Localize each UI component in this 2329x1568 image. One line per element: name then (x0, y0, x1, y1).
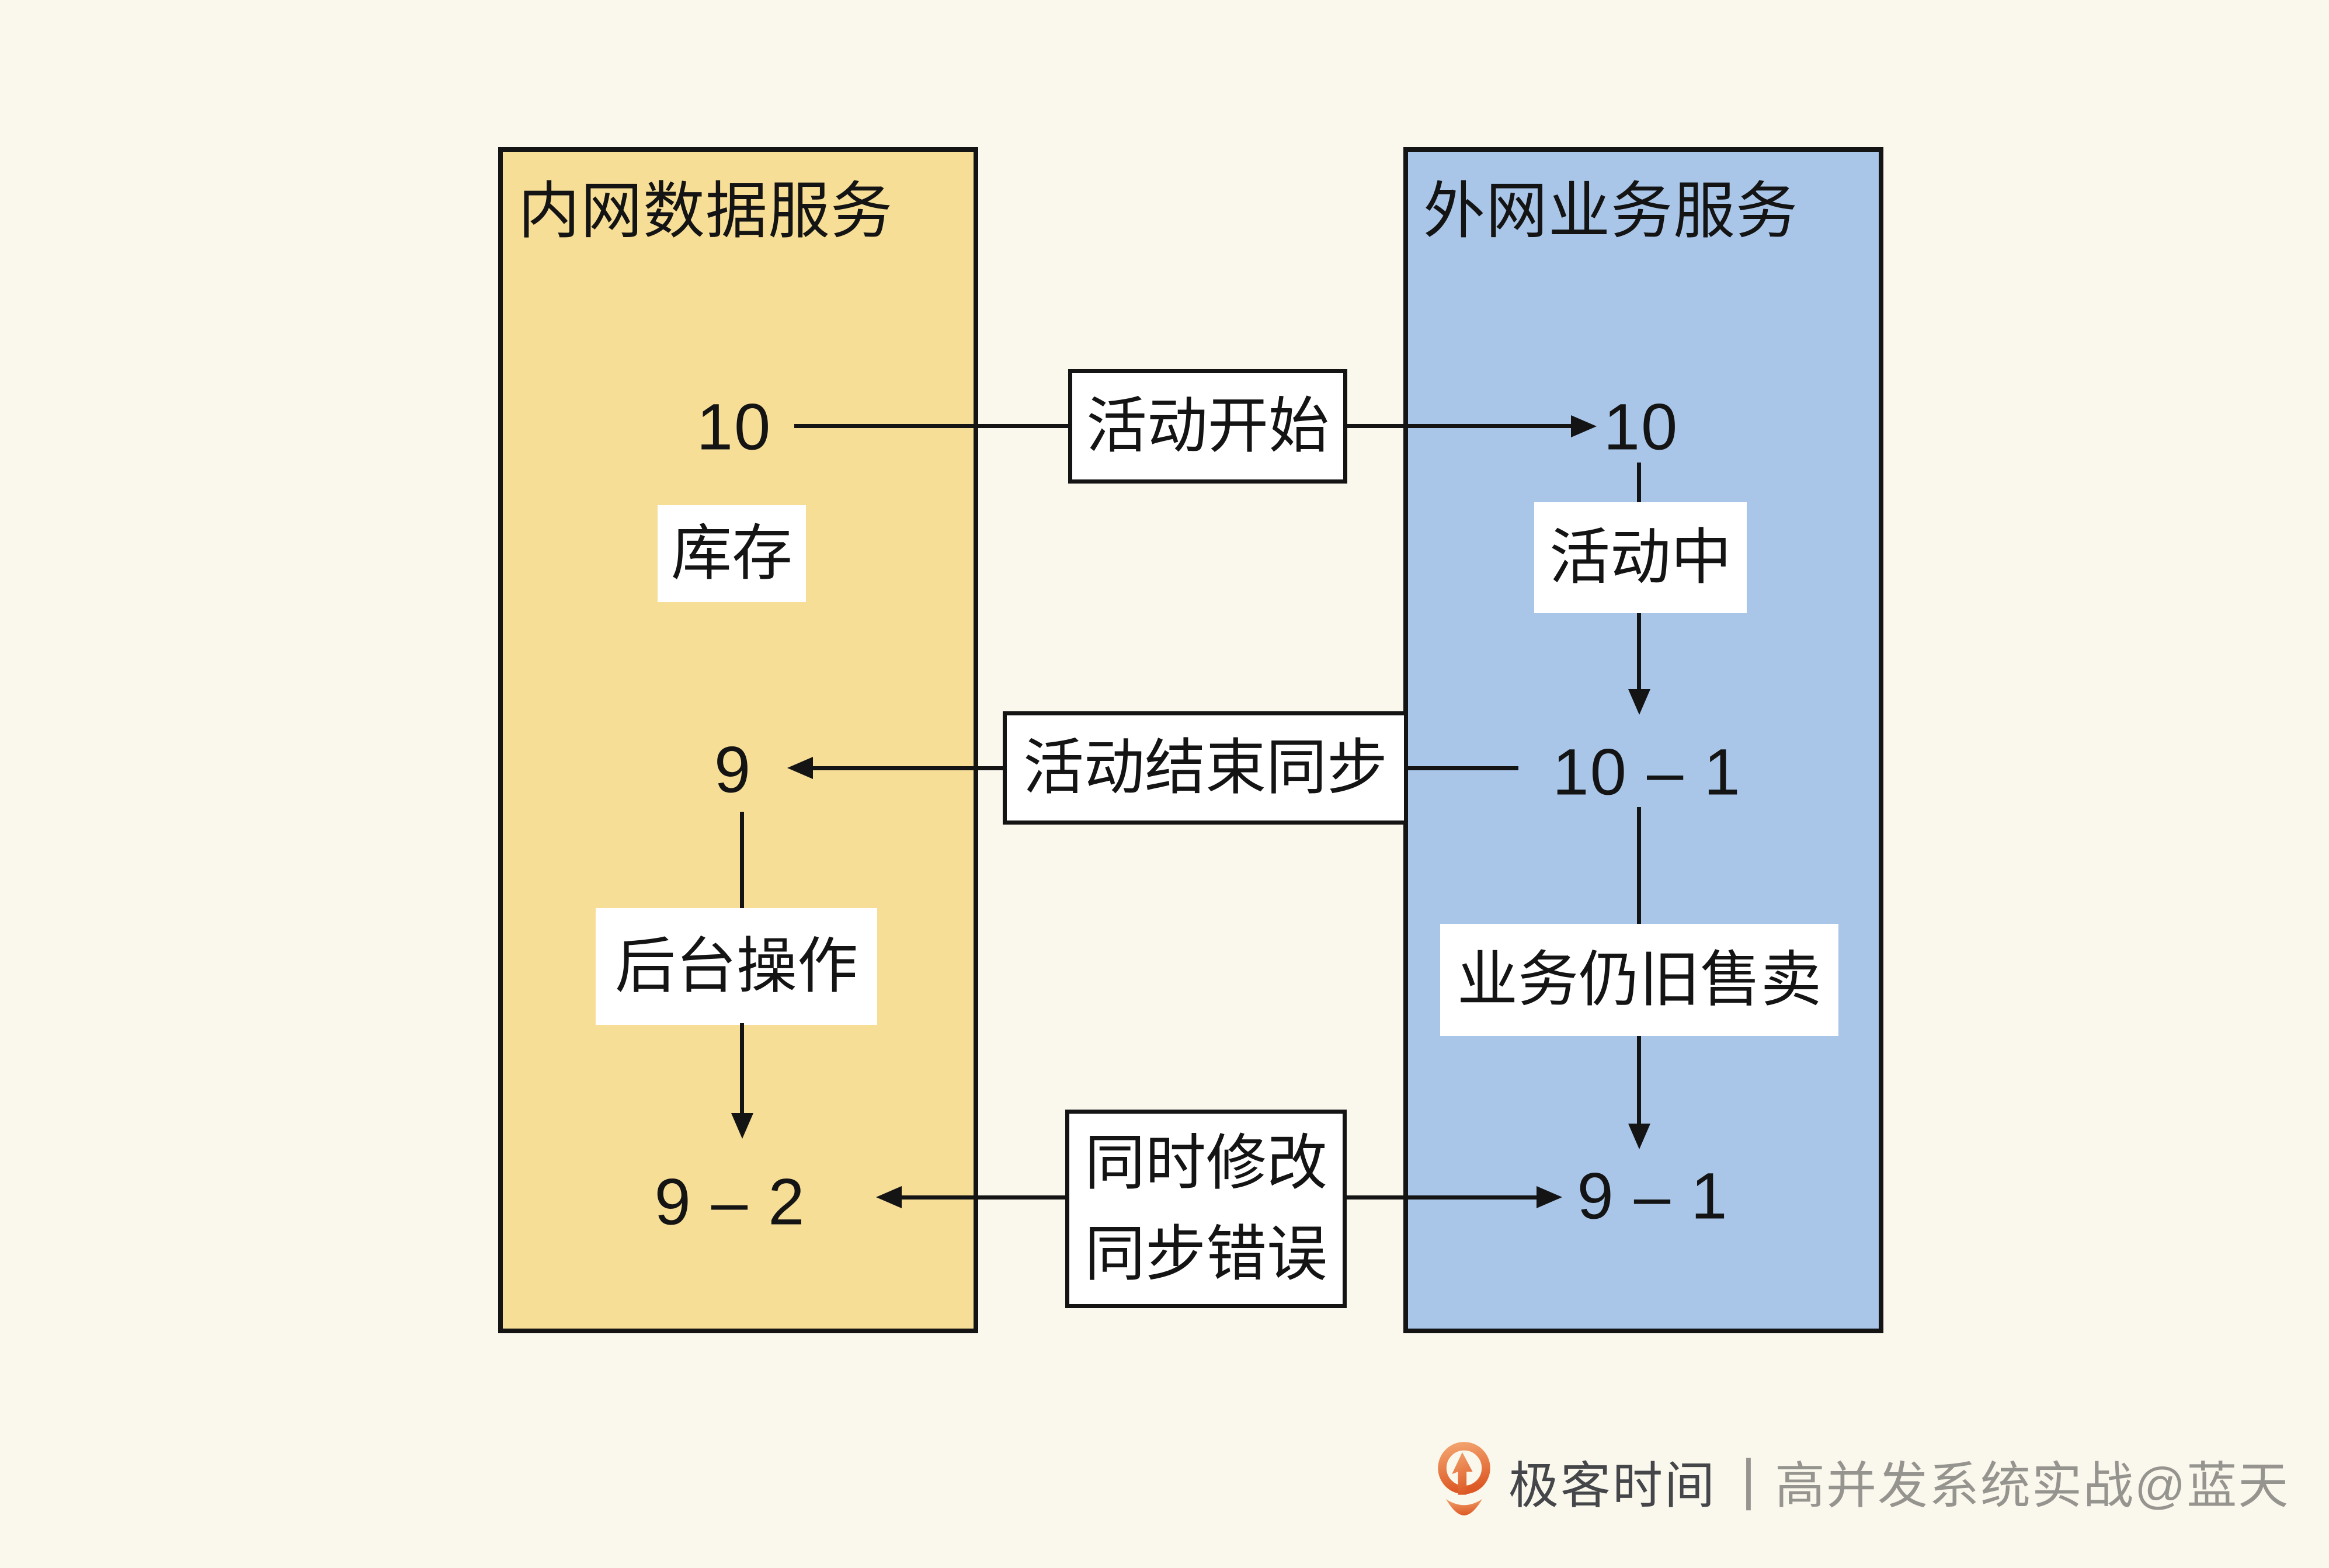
activity-start-text: 活动开始 (1086, 392, 1329, 460)
connector-activity-mid-stub (1637, 463, 1641, 503)
connector-activity-down-line (1637, 613, 1641, 689)
connector-label-activity-end-sync: 活动结束同步 (1003, 711, 1408, 825)
arrowhead-down-icon (1628, 1124, 1650, 1149)
activity-end-sync-text: 活动结束同步 (1023, 734, 1388, 802)
label-stock: 库存 (658, 505, 806, 602)
label-backend-operation: 后台操作 (596, 908, 877, 1025)
geektime-logo-icon (1438, 1442, 1490, 1515)
arrowhead-down-icon (731, 1113, 753, 1139)
simultaneous-edit-line2: 同步错误 (1084, 1221, 1327, 1288)
connector-backend-down-line (740, 1023, 744, 1113)
label-still-selling: 业务仍旧售卖 (1440, 924, 1838, 1036)
separator-bar: | (1741, 1448, 1756, 1511)
connector-label-activity-start: 活动开始 (1068, 369, 1347, 484)
left-stock-final: 9 – 2 (654, 1165, 806, 1239)
connector-selling-stub (1637, 807, 1641, 925)
arrowhead-right-icon (1537, 1186, 1562, 1208)
right-stock-initial: 10 (1603, 390, 1679, 464)
still-selling-text: 业务仍旧售卖 (1457, 946, 1822, 1014)
backend-operation-text: 后台操作 (614, 933, 858, 1000)
arrowhead-left-icon (787, 757, 813, 779)
connector-label-simultaneous-edit: 同时修改 同步错误 (1065, 1110, 1347, 1308)
arrowhead-right-icon (1571, 415, 1597, 437)
simultaneous-edit-line1: 同时修改 (1084, 1129, 1327, 1197)
in-activity-text: 活动中 (1549, 524, 1732, 592)
right-stock-final: 9 – 1 (1577, 1159, 1729, 1233)
connector-selling-down-line (1637, 1036, 1641, 1124)
right-stock-during: 10 – 1 (1552, 735, 1741, 809)
left-panel-title: 内网数据服务 (518, 177, 893, 246)
right-panel-title: 外网业务服务 (1423, 177, 1798, 246)
footer: 极客时间 | 高并发系统实战@蓝天 (1434, 1434, 2310, 1533)
left-stock-after-sync: 9 (714, 733, 752, 806)
credit-text: 高并发系统实战@蓝天 (1775, 1458, 2290, 1514)
arrowhead-left-icon (876, 1186, 902, 1208)
label-in-activity: 活动中 (1534, 502, 1747, 613)
left-stock-initial: 10 (696, 390, 772, 464)
connector-backend-stub (740, 812, 744, 911)
stock-text: 库存 (670, 520, 792, 587)
brand-text: 极客时间 (1508, 1458, 1716, 1514)
arrowhead-down-icon (1628, 689, 1650, 715)
